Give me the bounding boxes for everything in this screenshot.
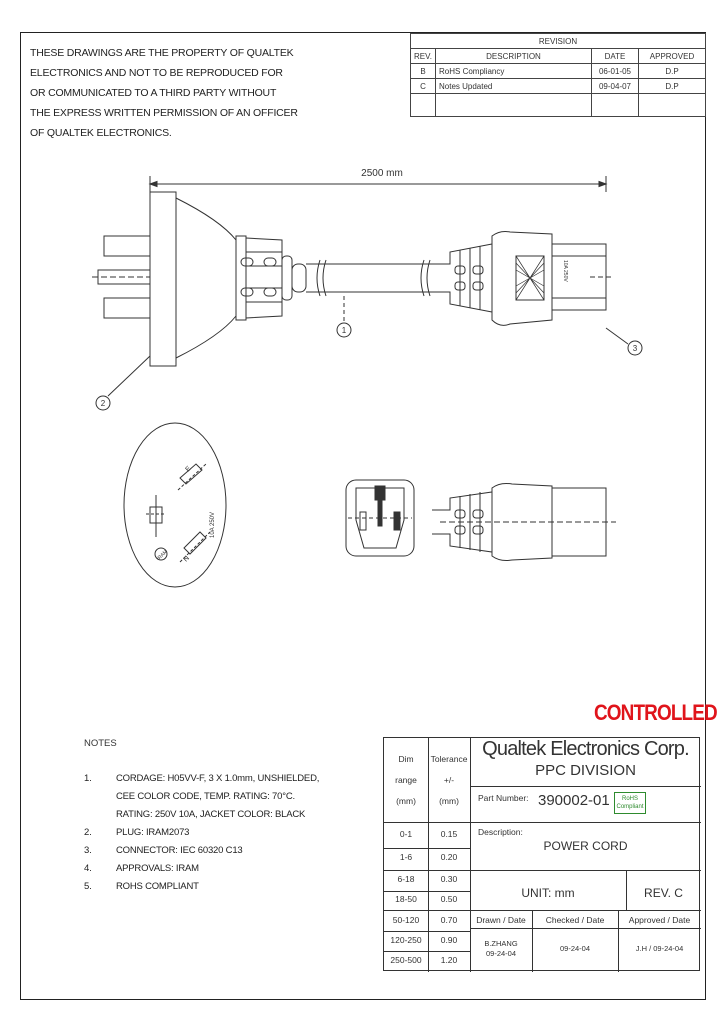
- balloon-2: 2: [95, 355, 151, 411]
- rev-value: REV. C: [644, 886, 683, 900]
- connector: 10A 250V: [432, 231, 612, 326]
- note-line: PLUG: IRAM2073: [116, 827, 190, 838]
- tolerance-range: 1-6: [399, 852, 413, 862]
- property-notice-line-3: OR COMMUNICATED TO A THIRD PARTY WITHOUT: [30, 87, 277, 99]
- balloon-1-label: 1: [342, 326, 347, 335]
- property-notice-line-2: ELECTRONICS AND NOT TO BE REPRODUCED FOR: [30, 67, 283, 79]
- property-notice-line-5: OF QUALTEK ELECTRONICS.: [30, 127, 172, 139]
- property-notice-line-4: THE EXPRESS WRITTEN PERMISSION OF AN OFF…: [30, 107, 298, 119]
- note-number: 3.: [84, 845, 92, 856]
- tolerance-value: 0.70: [440, 915, 458, 925]
- connector-face: [345, 479, 415, 557]
- tolerance-value: 0.90: [440, 935, 458, 945]
- rev-cell: [591, 93, 639, 117]
- checked-value: 09-24-04: [559, 944, 591, 953]
- pin-label-n: N: [182, 555, 191, 564]
- dim-header-2: range: [395, 775, 417, 785]
- balloon-1: 1: [336, 296, 352, 338]
- division-name: PPC DIVISION: [535, 762, 636, 779]
- dim-header-3: (mm): [396, 796, 416, 806]
- balloon-3-label: 3: [633, 344, 638, 353]
- tolerance-range: 250-500: [390, 955, 422, 965]
- connector-side-view: [432, 483, 616, 561]
- rev-cell: [638, 93, 706, 117]
- tolerance-range: 120-250: [390, 935, 422, 945]
- description-value: POWER CORD: [543, 839, 628, 853]
- rohs-badge: RoHS Compliant: [614, 792, 646, 814]
- controlled-stamp: CONTROLLED: [594, 700, 718, 725]
- property-notice-line-1: THESE DRAWINGS ARE THE PROPERTY OF QUALT…: [30, 47, 294, 59]
- plug: [92, 191, 307, 367]
- length-label: 2500 mm: [361, 168, 403, 179]
- note-line: CEE COLOR CODE, TEMP. RATING: 70°C.: [116, 791, 295, 802]
- tolerance-value: 0.20: [440, 852, 458, 862]
- unit-value: UNIT: mm: [521, 886, 575, 900]
- balloon-3: 3: [605, 327, 643, 356]
- tol-header-2: +/-: [443, 775, 455, 785]
- drawing-frame: [20, 32, 706, 1000]
- note-line: ROHS COMPLIANT: [116, 881, 199, 892]
- balloon-2-label: 2: [101, 399, 106, 408]
- tolerance-range: 18-50: [395, 894, 417, 904]
- description-label: Description:: [478, 827, 523, 837]
- note-number: 4.: [84, 863, 92, 874]
- rohs-badge-line-1: RoHS: [621, 796, 638, 802]
- plug-rating-text: 10A 250V: [210, 512, 216, 538]
- tolerance-range: 50-120: [392, 915, 420, 925]
- tolerance-range: 6-18: [397, 874, 415, 884]
- note-number: 1.: [84, 773, 92, 784]
- tol-header-1: Tolerance: [430, 754, 468, 764]
- note-line: RATING: 250V 10A, JACKET COLOR: BLACK: [116, 809, 306, 820]
- note-line: CORDAGE: H05VV-F, 3 X 1.0mm, UNSHIELDED,: [116, 773, 320, 784]
- title-block: Dim range (mm) Tolerance +/- (mm) 0-1 0.…: [383, 737, 701, 972]
- cable: [306, 259, 432, 297]
- approved-value: J.H / 09-24-04: [635, 944, 684, 953]
- tolerance-range: 0-1: [399, 829, 413, 839]
- connector-rating-text: 10A 250V: [562, 260, 568, 282]
- drawn-date: 09-24-04: [485, 949, 517, 958]
- notes-title: NOTES: [84, 738, 117, 749]
- tolerance-value: 1.20: [440, 955, 458, 965]
- drawn-label: Drawn / Date: [476, 915, 526, 925]
- drawn-by: B.ZHANG: [484, 939, 518, 948]
- tolerance-value: 0.50: [440, 894, 458, 904]
- part-number: 390002-01: [538, 792, 610, 809]
- tolerance-value: 0.15: [440, 829, 458, 839]
- tolerance-value: 0.30: [440, 874, 458, 884]
- rev-cell: [435, 93, 592, 117]
- tol-header-3: (mm): [439, 796, 459, 806]
- plug-face: IRAM N E 10A 250V: [123, 422, 227, 588]
- part-number-label: Part Number:: [478, 793, 529, 803]
- length-dimension: [148, 176, 608, 192]
- note-number: 2.: [84, 827, 92, 838]
- note-number: 5.: [84, 881, 92, 892]
- note-line: APPROVALS: IRAM: [116, 863, 199, 874]
- company-name: Qualtek Electronics Corp.: [482, 738, 690, 760]
- approved-label: Approved / Date: [628, 915, 691, 925]
- note-line: CONNECTOR: IEC 60320 C13: [116, 845, 243, 856]
- pin-label-e: E: [184, 465, 192, 473]
- checked-label: Checked / Date: [545, 915, 605, 925]
- revision-table: REVISION REV. DESCRIPTION DATE APPROVED …: [410, 33, 706, 117]
- dim-header-1: Dim: [398, 754, 414, 764]
- rohs-badge-line-2: Compliant: [616, 804, 644, 810]
